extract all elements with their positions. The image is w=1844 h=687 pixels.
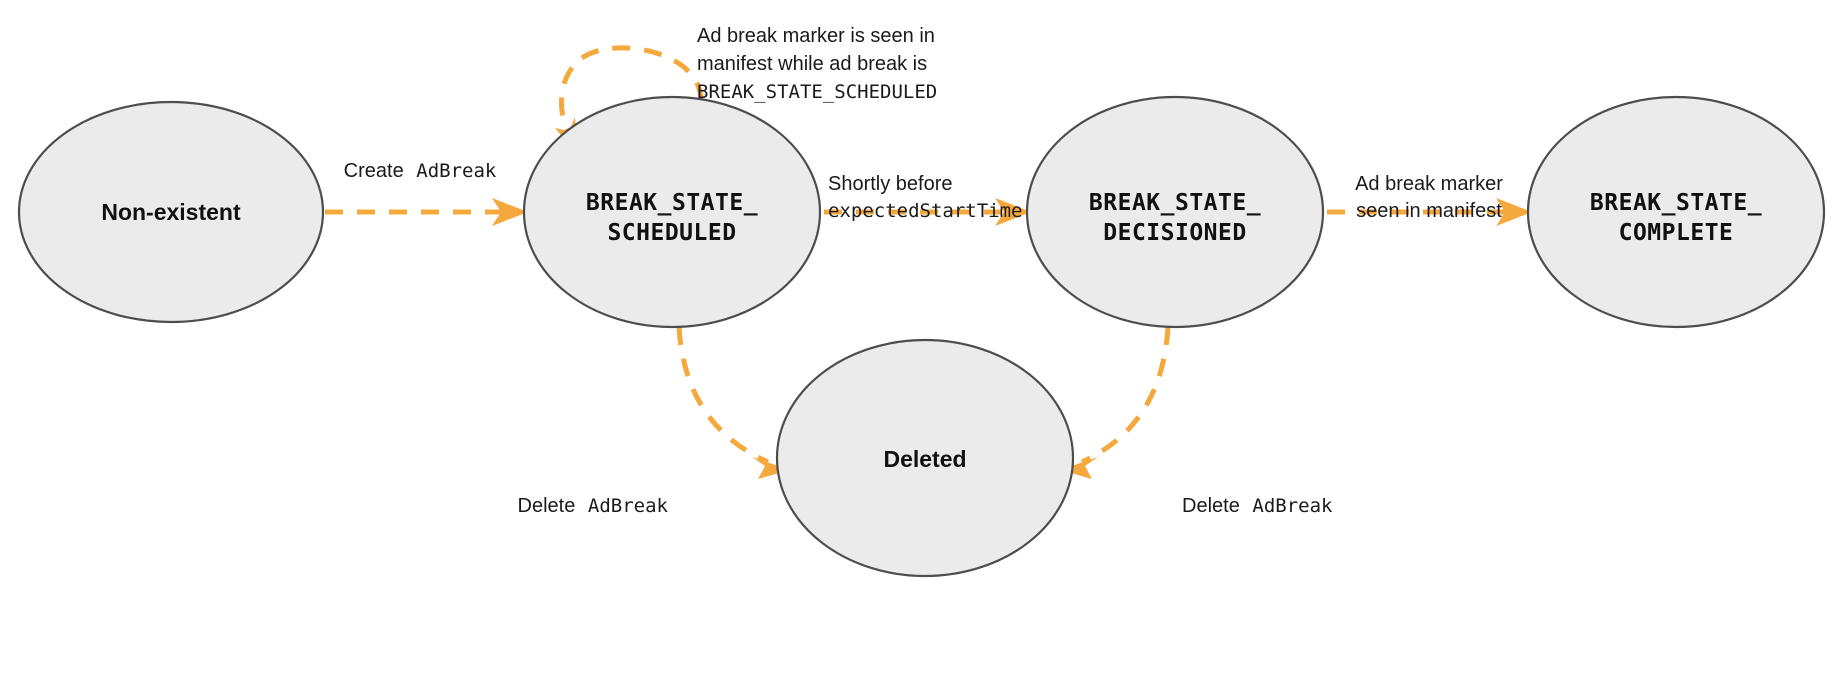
svg-text:Delete AdBreak: Delete AdBreak — [518, 495, 669, 517]
edge-label-shortly-line2: expectedStartTime — [828, 200, 1022, 222]
edge-create-adbreak-arrowhead — [492, 198, 528, 226]
node-non-existent-shape — [17, 100, 325, 324]
edge-label-self-loop-line2: manifest while ad break is — [697, 53, 927, 75]
edge-label-create-adbreak: Create AdBreak — [344, 160, 497, 182]
edge-shortly-before[interactable] — [824, 198, 1031, 226]
node-non-existent[interactable]: Non-existent — [17, 100, 325, 324]
edge-label-create-word: Create — [344, 160, 404, 182]
node-break-state-decisioned-label-line2: DECISIONED — [1103, 220, 1246, 246]
edge-label-marker-line1: Ad break marker — [1355, 173, 1503, 195]
edge-delete-from-decisioned-arrowhead — [1060, 457, 1098, 479]
node-break-state-decisioned-shape — [1025, 95, 1325, 329]
edge-label-delete-left-word: Delete — [518, 495, 576, 517]
node-break-state-scheduled-label-line2: SCHEDULED — [607, 220, 736, 246]
node-break-state-scheduled-label-line1: BREAK_STATE_ — [586, 190, 758, 216]
node-break-state-complete-label-line1: BREAK_STATE_ — [1590, 190, 1762, 216]
edge-delete-from-decisioned[interactable] — [1060, 326, 1171, 479]
edge-label-self-loop-line1: Ad break marker is seen in — [697, 25, 935, 47]
svg-text:Delete AdBreak: Delete AdBreak — [1182, 495, 1333, 517]
edge-label-delete-right-code: AdBreak — [1252, 495, 1333, 517]
node-non-existent-label: Non-existent — [101, 199, 241, 225]
edge-label-delete-from-decisioned: Delete AdBreak — [1182, 495, 1333, 517]
edge-label-create-code: AdBreak — [416, 160, 497, 182]
node-break-state-scheduled-shape — [522, 95, 822, 329]
node-break-state-complete-label-line2: COMPLETE — [1619, 220, 1734, 246]
edge-label-self-loop-line3: BREAK_STATE_SCHEDULED — [697, 81, 937, 103]
node-break-state-decisioned-label-line1: BREAK_STATE_ — [1089, 190, 1261, 216]
node-deleted-shape — [775, 338, 1075, 578]
edge-label-shortly-before: Shortly before expectedStartTime — [828, 173, 1022, 222]
edge-label-delete-right-word: Delete — [1182, 495, 1240, 517]
edge-create-adbreak[interactable] — [325, 198, 528, 226]
edge-label-delete-from-scheduled: Delete AdBreak — [518, 495, 669, 517]
edge-delete-from-decisioned-line — [1080, 326, 1171, 465]
node-break-state-scheduled[interactable]: BREAK_STATE_ SCHEDULED — [522, 95, 822, 329]
node-deleted[interactable]: Deleted — [775, 338, 1075, 578]
edge-label-delete-left-code: AdBreak — [588, 495, 669, 517]
edge-label-marker-seen: Ad break marker seen in manifest — [1355, 173, 1503, 222]
node-break-state-complete-shape — [1526, 95, 1826, 329]
edge-marker-seen-in-manifest[interactable] — [1327, 198, 1532, 226]
node-break-state-decisioned[interactable]: BREAK_STATE_ DECISIONED — [1025, 95, 1325, 329]
edge-delete-from-scheduled[interactable] — [676, 326, 790, 479]
edge-delete-from-scheduled-line — [676, 326, 770, 465]
edge-delete-from-scheduled-arrowhead — [752, 457, 790, 479]
edge-label-self-loop: Ad break marker is seen in manifest whil… — [697, 25, 937, 103]
edge-label-shortly-line1: Shortly before — [828, 173, 953, 195]
edge-marker-seen-in-manifest-arrowhead — [1496, 198, 1532, 226]
edge-self-loop-scheduled-line — [559, 45, 704, 138]
svg-text:Create AdBreak: Create AdBreak — [344, 160, 497, 182]
node-break-state-complete[interactable]: BREAK_STATE_ COMPLETE — [1526, 95, 1826, 329]
node-deleted-label: Deleted — [883, 446, 966, 472]
edge-label-marker-line2: seen in manifest — [1356, 200, 1502, 222]
edge-shortly-before-arrowhead — [995, 198, 1031, 226]
